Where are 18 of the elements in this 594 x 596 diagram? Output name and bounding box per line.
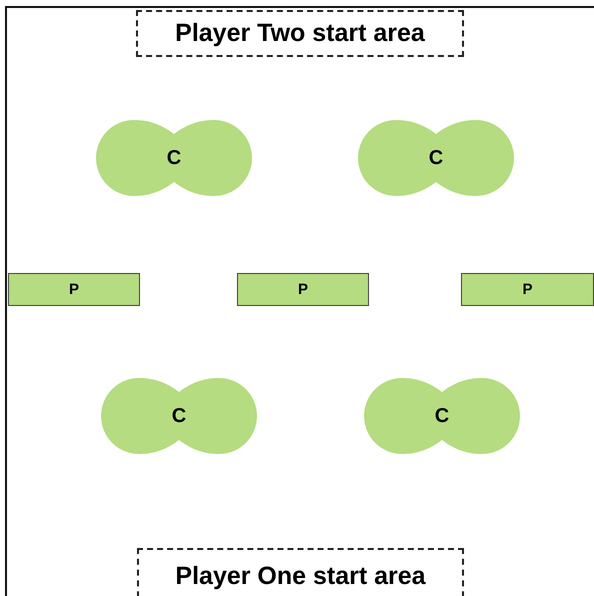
cover-shape [101,378,257,454]
marker-letter: C [166,146,182,170]
area-label: Player One start area [175,562,426,591]
marker-letter: C [434,404,450,428]
start-area [136,10,464,57]
marker-letter: C [172,404,186,428]
cover-shape [364,378,520,454]
marker-letter: P [68,281,79,298]
cover-shape [96,120,252,196]
marker-letter: C [428,146,444,170]
area-label: Player Two start area [175,19,425,48]
start-area [137,548,464,596]
marker-letter: P [522,281,532,298]
cover-bar [237,273,369,306]
cover-bar [461,273,594,306]
marker-letter: P [298,281,308,298]
cover-shape [358,120,514,196]
cover-bar [8,273,140,306]
